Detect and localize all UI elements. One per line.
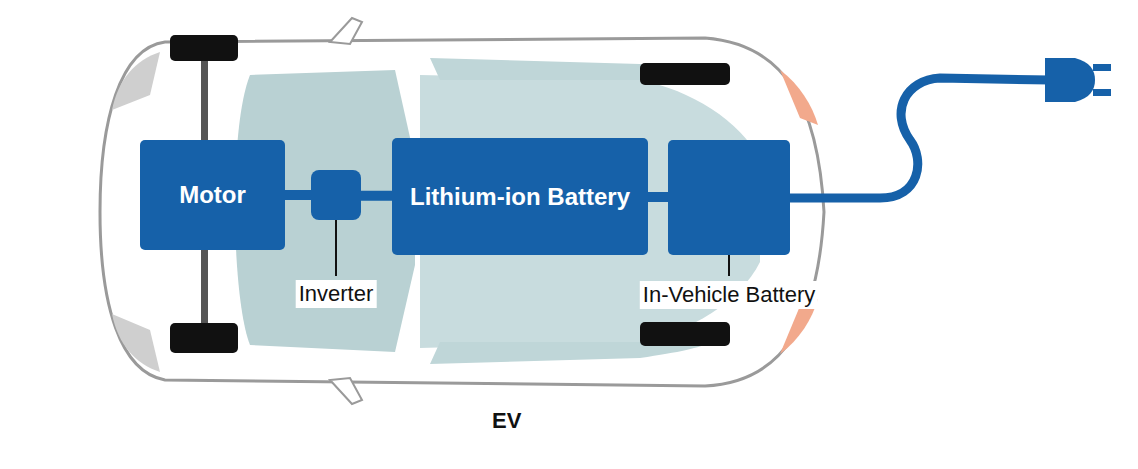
charging-cable xyxy=(790,78,1050,198)
wheel xyxy=(170,35,238,61)
power-line xyxy=(285,190,311,200)
car-body xyxy=(100,38,824,386)
wheel xyxy=(170,323,238,353)
power-line xyxy=(648,192,668,202)
wheel xyxy=(640,322,730,346)
plug-head xyxy=(1045,58,1095,102)
headlight xyxy=(112,52,160,110)
side-mirror xyxy=(330,18,362,44)
part-label: In-Vehicle Battery xyxy=(640,281,818,309)
part-label: Inverter xyxy=(296,280,377,308)
power-line xyxy=(361,191,392,201)
box-label: Lithium-ion Battery xyxy=(400,181,640,212)
component-box: Motor xyxy=(140,140,285,250)
plug-prong xyxy=(1093,89,1111,96)
side-mirror xyxy=(330,378,362,404)
plug-prong xyxy=(1093,64,1111,71)
leader-line xyxy=(728,255,730,276)
wheel xyxy=(640,63,730,85)
tail-light xyxy=(780,70,818,125)
component-block: Inverter xyxy=(311,170,361,220)
headlight xyxy=(112,314,160,372)
diagram-caption: EV xyxy=(492,408,521,434)
leader-line xyxy=(335,220,337,276)
component-box: Lithium-ion Battery xyxy=(392,138,648,255)
box-label: Motor xyxy=(169,179,256,210)
component-block: In-Vehicle Battery xyxy=(668,140,790,255)
